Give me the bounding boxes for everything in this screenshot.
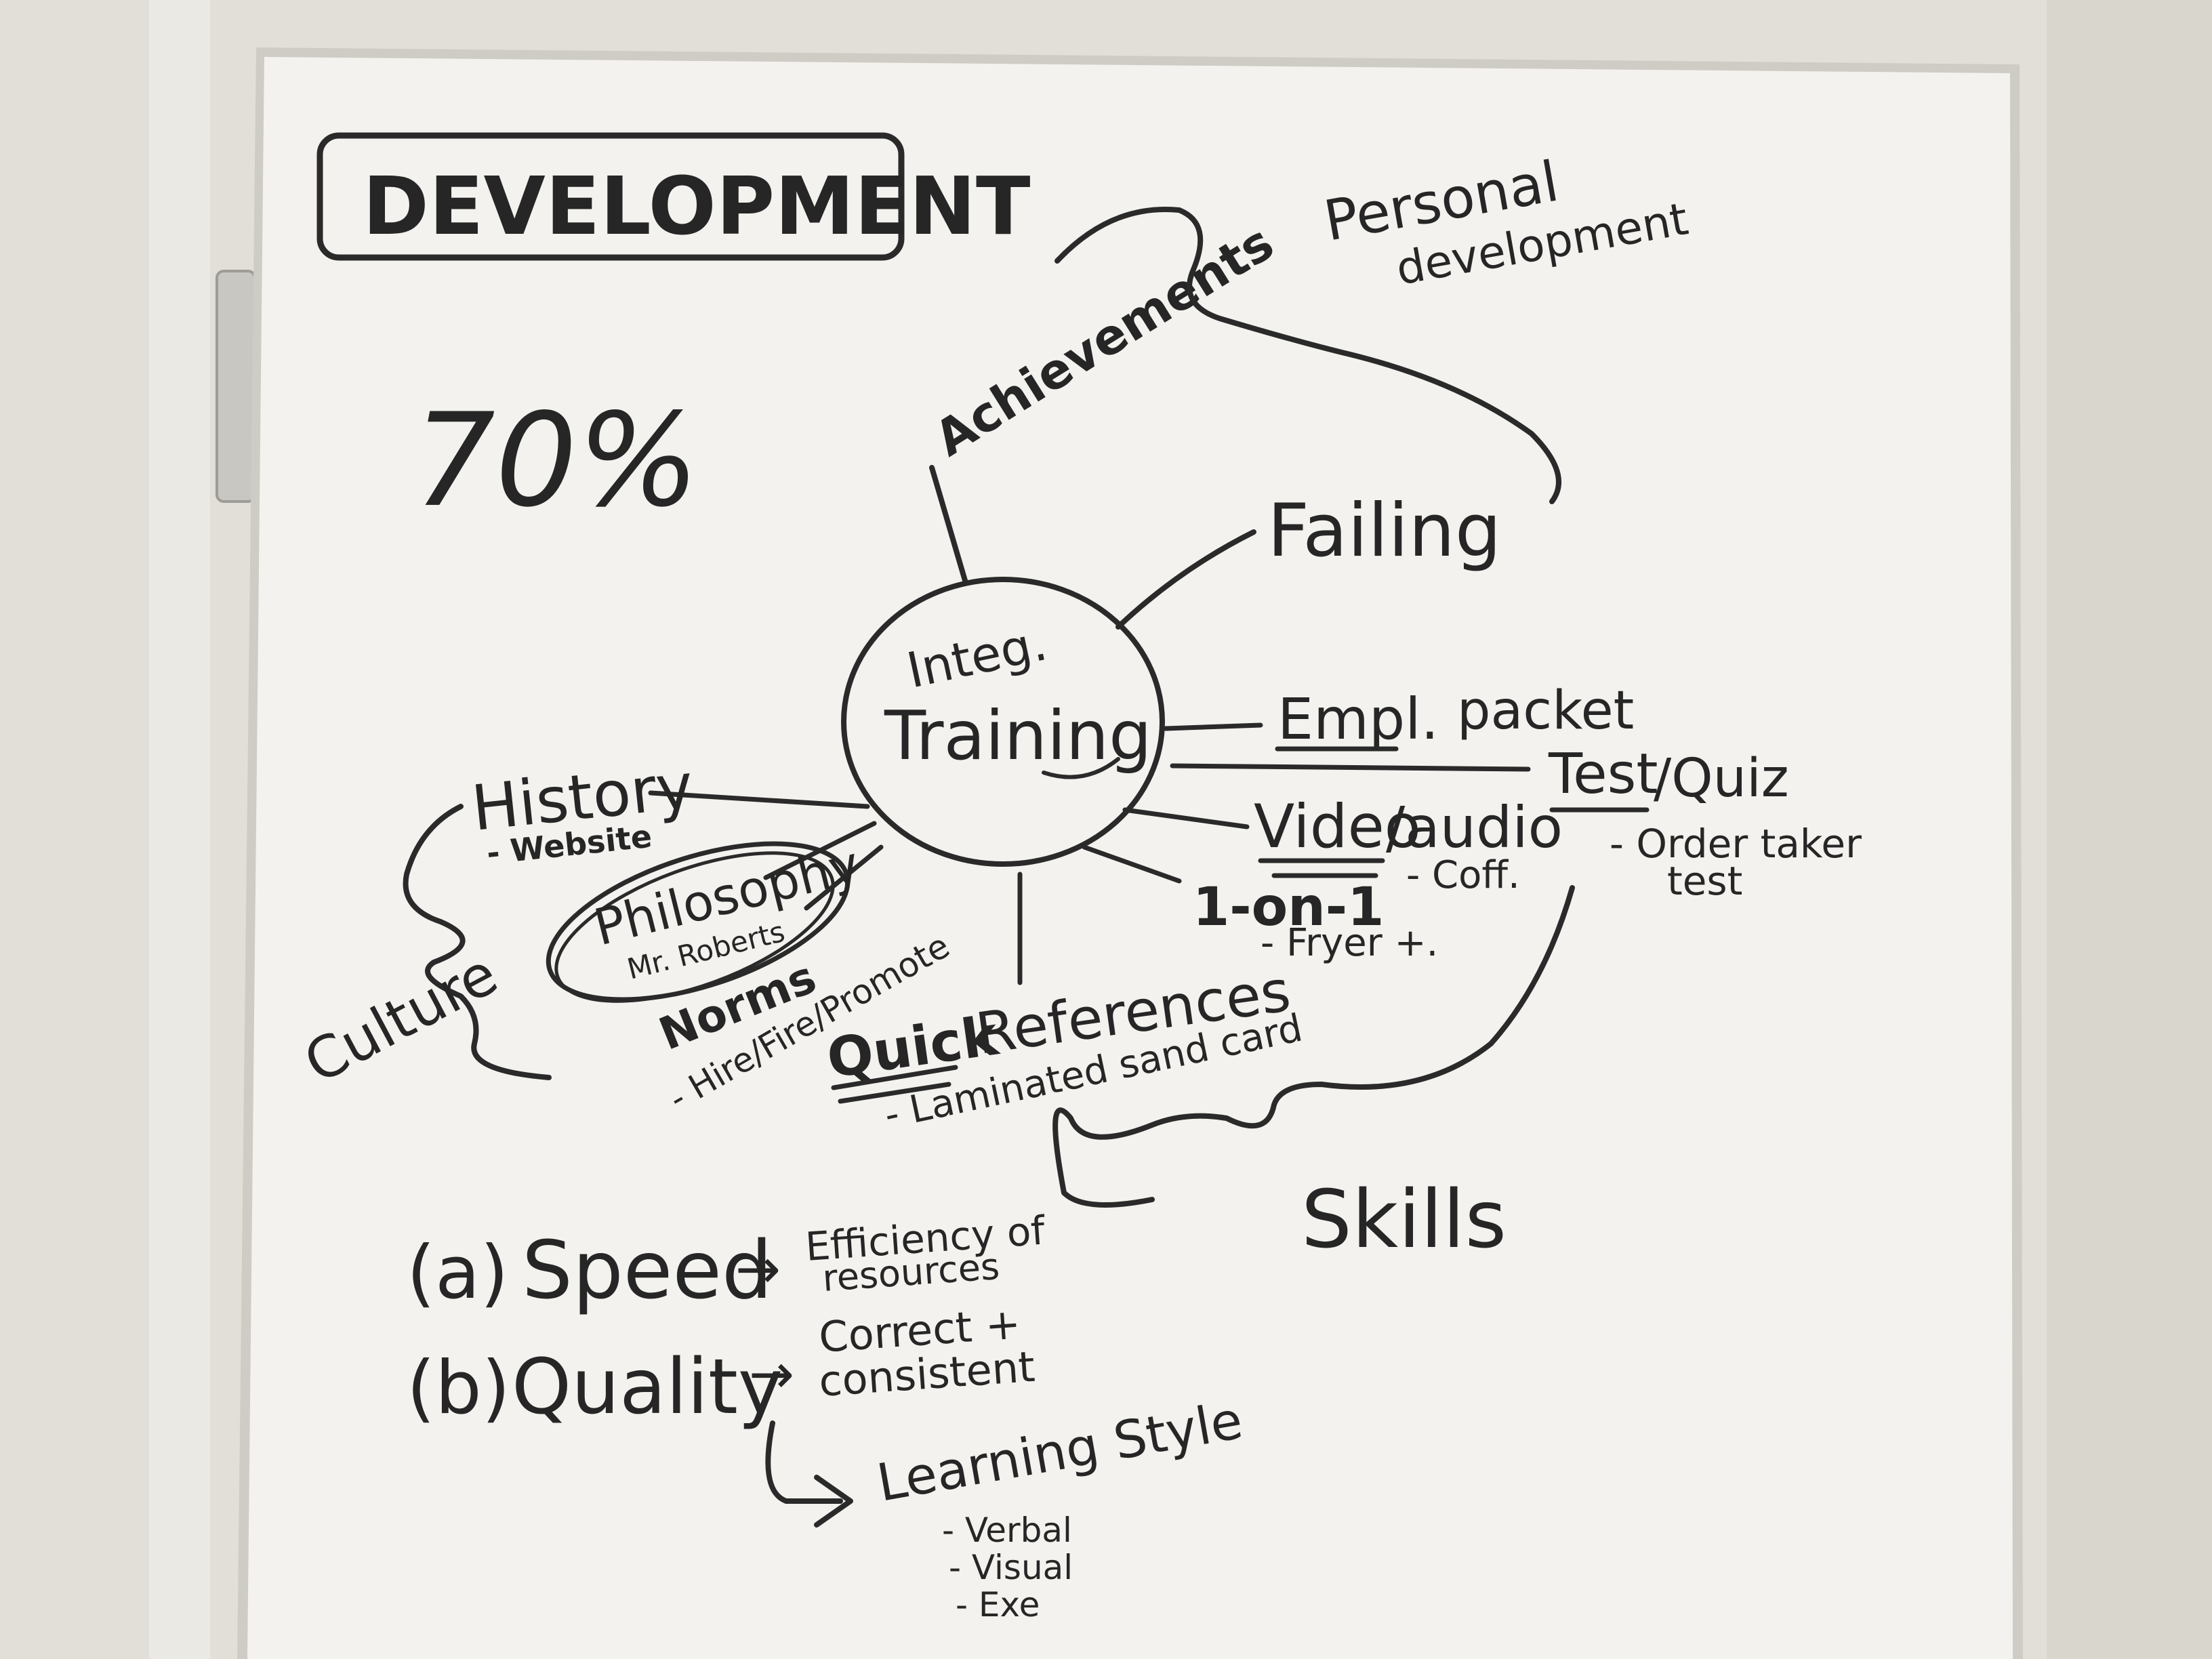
branch-audio: /audio bbox=[1386, 794, 1563, 861]
branch-quiz: /Quiz bbox=[1654, 748, 1789, 809]
learning-style-hook-arrow bbox=[765, 1420, 843, 1504]
center-label-line2: Training bbox=[884, 696, 1152, 775]
door-edge bbox=[149, 0, 210, 1659]
philosophy-oval-1 bbox=[546, 841, 851, 1002]
board-title: DEVELOPMENT bbox=[363, 159, 1031, 253]
branch-video-underlined: Video bbox=[1254, 792, 1421, 861]
line-norms bbox=[804, 844, 884, 911]
line-video-audio bbox=[1122, 807, 1250, 830]
learning-style-item2: - Visual bbox=[949, 1548, 1073, 1587]
line-one-on-one bbox=[1082, 844, 1182, 884]
board-surface bbox=[247, 57, 2013, 1659]
note-b-arrow: → bbox=[749, 1343, 794, 1406]
center-circle bbox=[841, 577, 1165, 867]
learning-style-item3: - Exe bbox=[956, 1585, 1040, 1624]
video-audio-sub: - Coff. bbox=[1406, 853, 1520, 897]
learning-style-item1: - Verbal bbox=[942, 1511, 1072, 1550]
percent-figure: 70% bbox=[413, 386, 699, 535]
center-underline bbox=[1042, 757, 1120, 779]
branch-packet: packet bbox=[1457, 680, 1634, 741]
line-achievements bbox=[929, 465, 968, 586]
branch-test-underlined: Test bbox=[1548, 742, 1658, 806]
skills-brace bbox=[1052, 885, 1575, 1208]
branch-one-on-one: 1-on-1 bbox=[1193, 877, 1384, 938]
quick-underline-2 bbox=[838, 1082, 951, 1104]
branch-skills: Skills bbox=[1301, 1172, 1507, 1266]
order-taker-line2: test bbox=[1667, 858, 1742, 904]
line-failing bbox=[1115, 529, 1256, 630]
note-b-label: (b) bbox=[407, 1346, 510, 1431]
branch-empl-underlined: Empl. bbox=[1277, 686, 1439, 752]
title-box bbox=[316, 132, 905, 261]
line-history bbox=[648, 790, 870, 809]
wall-right-shade bbox=[2047, 0, 2212, 1659]
note-a-label: (a) bbox=[407, 1231, 508, 1315]
quick-underline-1 bbox=[831, 1065, 958, 1090]
learning-style-arrowhead bbox=[814, 1475, 853, 1528]
door-hinge bbox=[216, 270, 256, 503]
personal-development-brace bbox=[1054, 207, 1561, 504]
order-taker-line1: - Order taker bbox=[1610, 821, 1862, 867]
note-a-arrow: → bbox=[735, 1237, 781, 1300]
philosophy-oval-2 bbox=[554, 851, 835, 1003]
note-a-text: Speed bbox=[522, 1223, 773, 1317]
one-on-one-sub: - Fryer +. bbox=[1261, 921, 1438, 965]
line-empl-packet bbox=[1163, 722, 1263, 731]
culture-brace bbox=[403, 804, 552, 1080]
branch-failing: Failing bbox=[1267, 489, 1501, 573]
note-b-text: Quality bbox=[512, 1343, 783, 1431]
line-test-quiz bbox=[1170, 763, 1531, 772]
